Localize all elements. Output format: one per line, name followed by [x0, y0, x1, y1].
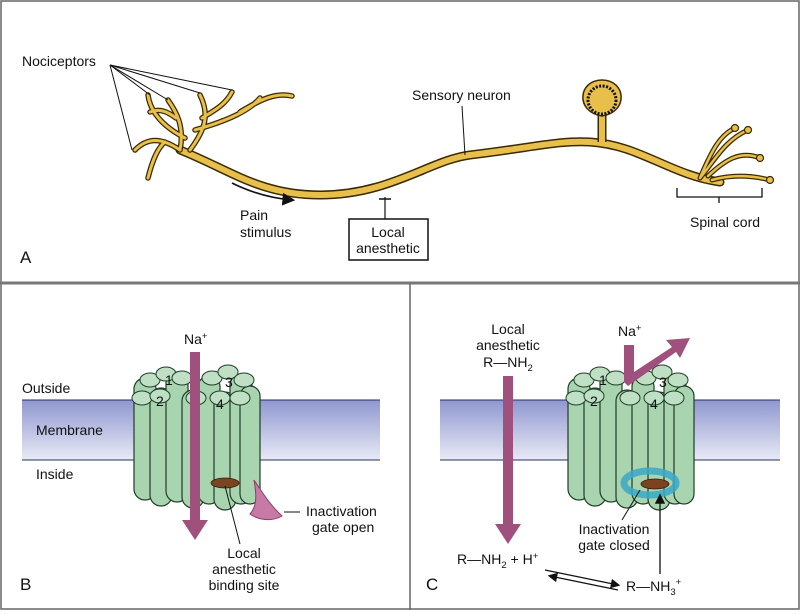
- panel-a-letter: A: [20, 248, 32, 267]
- drug-diffusion-arrow-shaft: [503, 376, 513, 526]
- sodium-deflected-arrow: [624, 338, 690, 386]
- gate-open-label-line2: gate open: [312, 519, 374, 535]
- subunit-2-label: 2: [156, 393, 164, 409]
- subunit-1-label: 1: [165, 372, 173, 388]
- sodium-channel-blocked: 1 2 3 4: [565, 364, 695, 511]
- anesthetic-binding-site: [210, 477, 240, 489]
- local-anesthetic-box: [348, 218, 429, 261]
- outside-label: Outside: [22, 380, 70, 396]
- pain-stimulus-arrow: [231, 182, 296, 206]
- sodium-flow-arrow-head: [182, 520, 208, 540]
- spinal-cord-label: Spinal cord: [690, 214, 760, 230]
- spinal-cord-bracket: [676, 188, 763, 203]
- inactivation-gate-closed: [620, 467, 680, 499]
- panel-c-letter: C: [426, 575, 438, 594]
- pain-label-line2: stimulus: [240, 224, 291, 240]
- equilibrium-reverse-arrow: [547, 572, 619, 591]
- dendrite-tree: [132, 89, 295, 181]
- drug-diffusion-arrow-head: [495, 524, 521, 544]
- drug-label-line1: Local: [491, 321, 524, 337]
- binding-site-label-line3: binding site: [209, 577, 280, 593]
- subunit-2-label-c: 2: [590, 393, 598, 409]
- binding-site-pointer: [224, 485, 241, 545]
- inside-label: Inside: [36, 466, 74, 482]
- subunit-4-label-c: 4: [650, 396, 658, 412]
- nociceptors-label: Nociceptors: [22, 53, 96, 69]
- subunit-3-label: 3: [225, 374, 233, 390]
- sensory-neuron-label: Sensory neuron: [412, 87, 511, 103]
- equation-left: R—NH2 + H+: [457, 551, 539, 571]
- panel-a: Nociceptors Sensory neuron Pain stimulus…: [20, 53, 775, 267]
- subunit-1-label-c: 1: [599, 372, 607, 388]
- central-terminals: [697, 123, 775, 185]
- local-anesthetic-line1: Local: [371, 224, 404, 240]
- panel-c: Local anesthetic R—NH2 1: [426, 321, 780, 598]
- sodium-flow-arrow-shaft: [190, 352, 200, 522]
- equilibrium-forward-arrow: [544, 569, 621, 589]
- subunit-4-label: 4: [216, 396, 224, 412]
- gate-closed-pointer: [621, 489, 641, 521]
- gate-closed-label-line1: Inactivation: [579, 521, 650, 537]
- drug-label-line2: anesthetic: [476, 337, 540, 353]
- bound-anesthetic-site: [640, 478, 670, 490]
- subunit-3-label-c: 3: [659, 374, 667, 390]
- sensory-neuron-pointer: [461, 105, 466, 156]
- sodium-ion-label: Na+: [184, 331, 208, 347]
- inactivation-gate-open: [249, 479, 283, 521]
- panel-b-letter: B: [20, 575, 31, 594]
- sodium-channel: 1 2 3 4: [131, 364, 261, 511]
- binding-site-label-line2: anesthetic: [212, 561, 276, 577]
- neuron-nucleus: [586, 84, 618, 116]
- gate-open-label-line1: Inactivation: [306, 503, 377, 519]
- binding-site-label-line1: Local: [227, 545, 260, 561]
- gate-closed-label-line2: gate closed: [578, 537, 650, 553]
- nociceptor-pointers: [109, 64, 233, 151]
- sodium-ion-label-c: Na+: [618, 323, 642, 339]
- local-anesthetic-line2: anesthetic: [356, 240, 420, 256]
- equation-right: R—NH3+: [626, 577, 682, 598]
- sensory-neuron-shape: [132, 79, 775, 200]
- pain-label-line1: Pain: [240, 207, 268, 223]
- drug-formula-label: R—NH2: [483, 354, 533, 374]
- membrane-label: Membrane: [36, 422, 103, 438]
- panel-b: Outside Membrane Inside 1 2: [20, 331, 380, 594]
